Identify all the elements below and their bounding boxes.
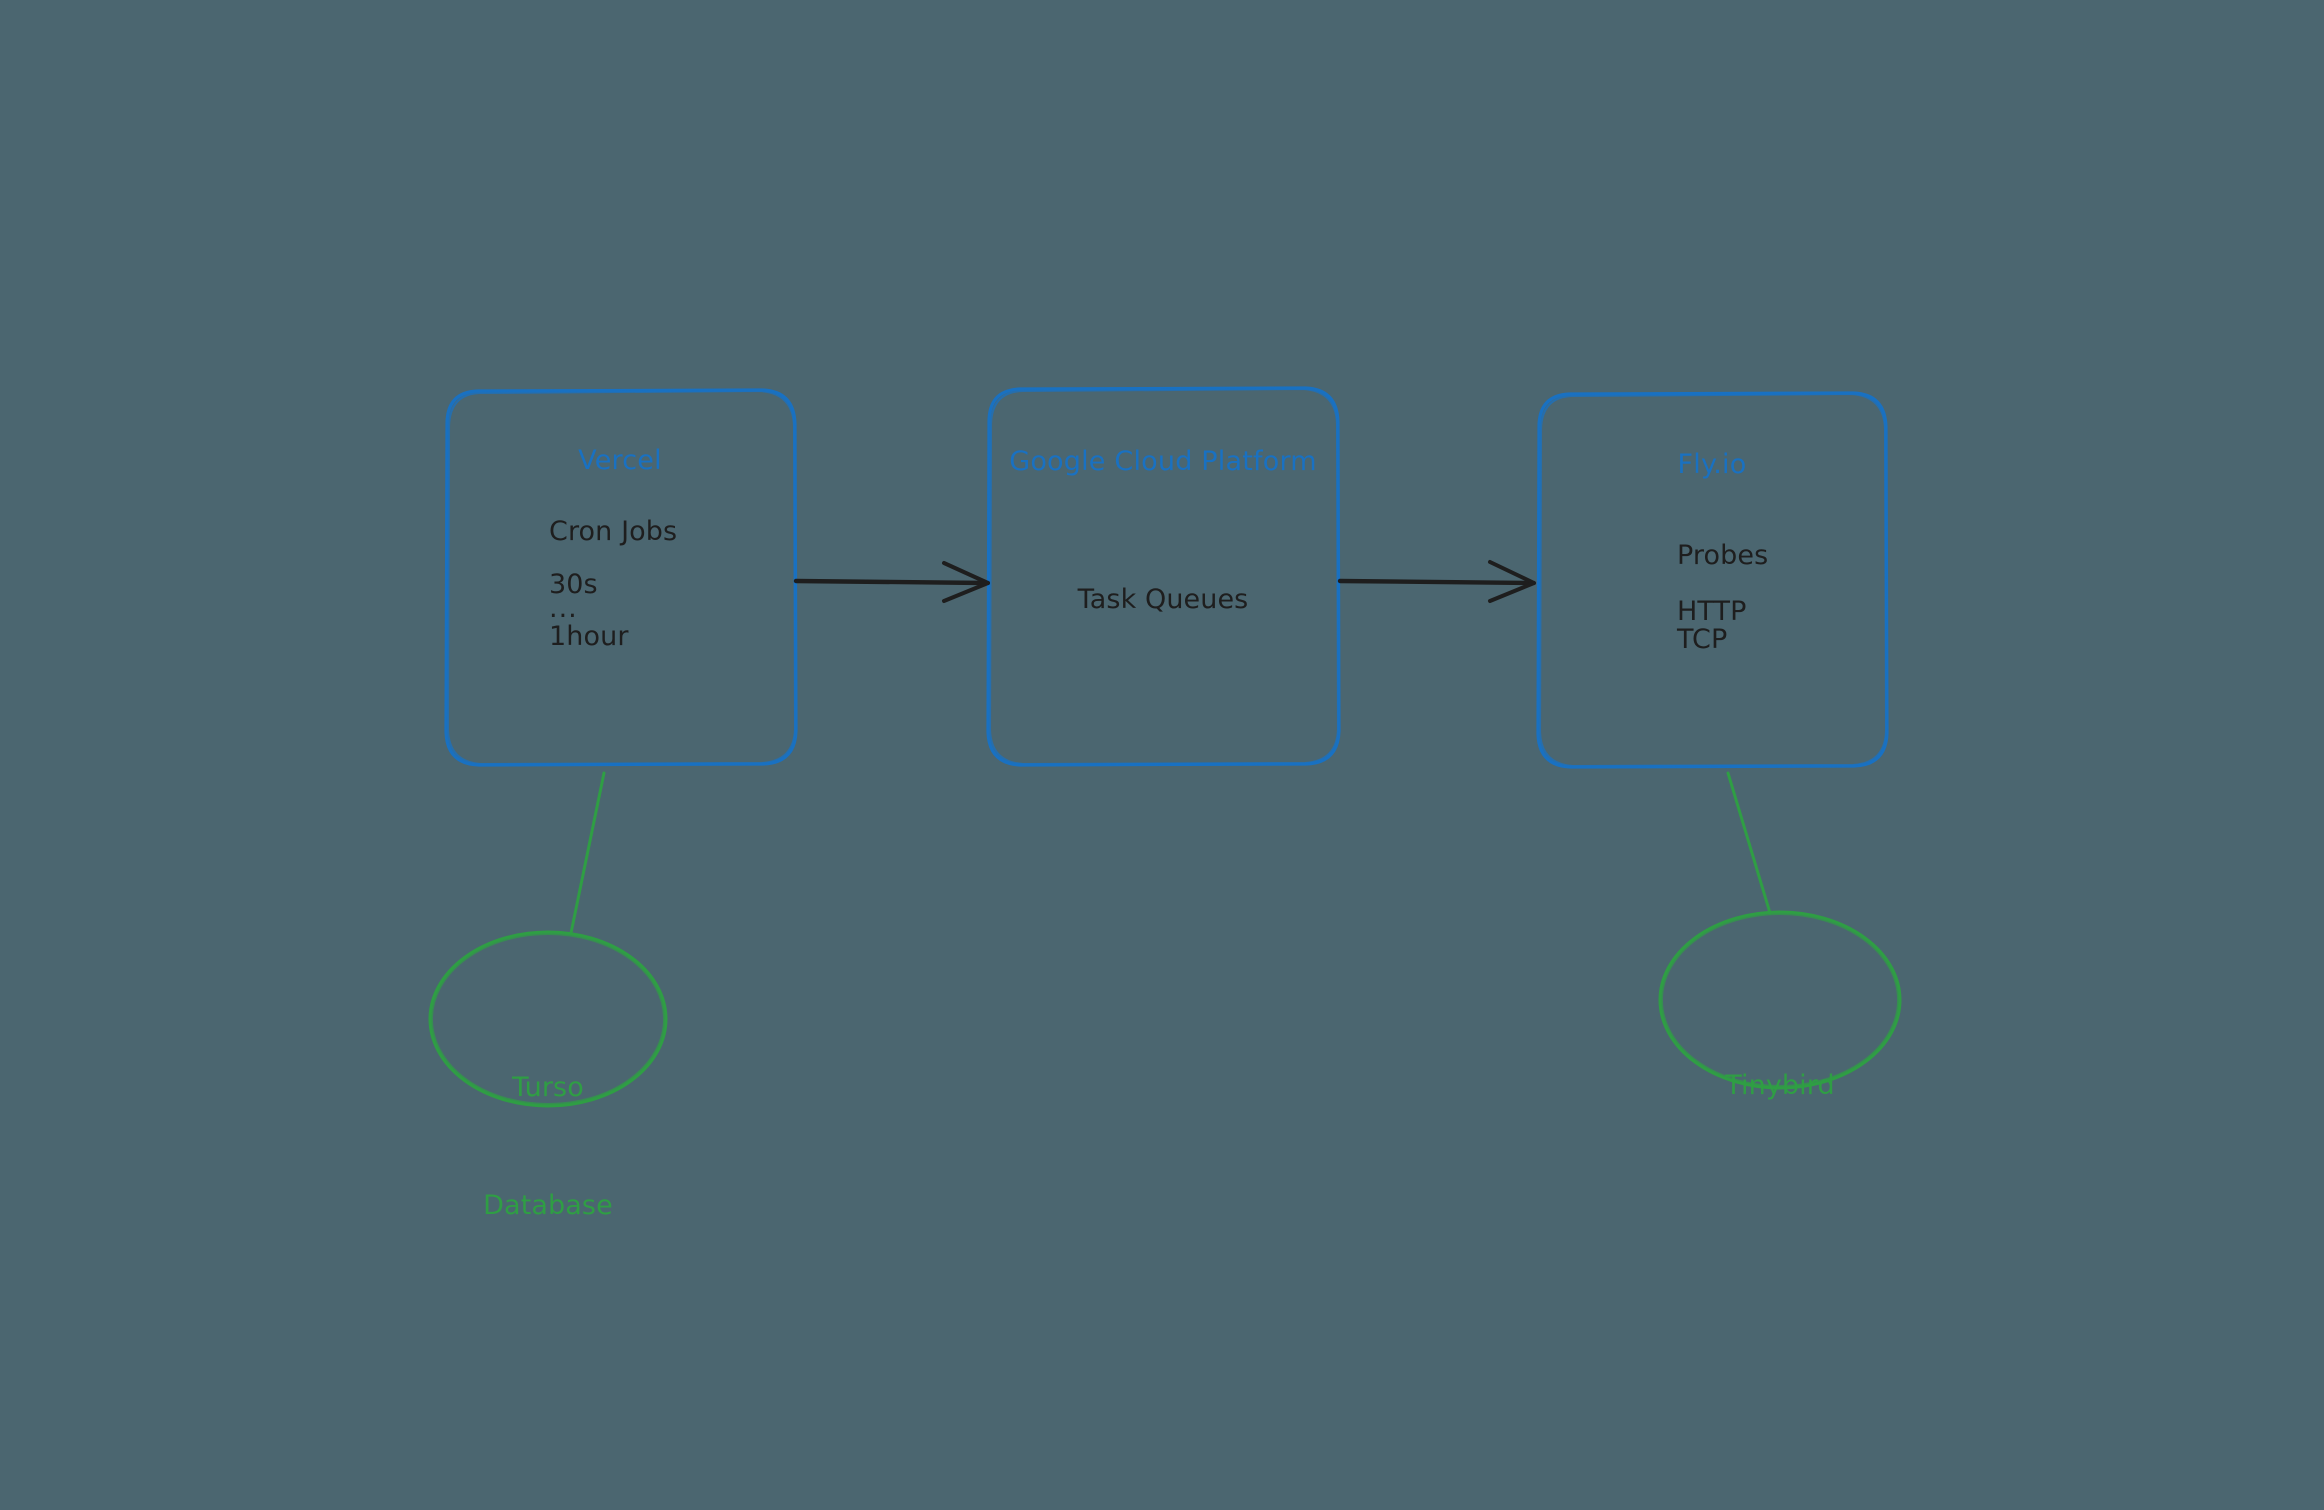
node-box-vercel-sketch <box>446 389 797 766</box>
connector-vercel-to-turso <box>569 771 606 935</box>
datastore-ellipse-turso[interactable] <box>428 930 668 1108</box>
node-box-gcp-sketch <box>988 387 1340 766</box>
arrow-gcp-to-flyio <box>1337 560 1536 603</box>
datastore-ellipse-turso-sketch <box>431 933 665 1105</box>
arrow-vercel-to-gcp <box>793 561 990 603</box>
datastore-ellipse-tinybird-sketch <box>1661 913 1899 1087</box>
node-box-gcp[interactable] <box>986 386 1341 767</box>
node-box-flyio-sketch <box>1538 392 1888 768</box>
node-box-vercel[interactable] <box>444 388 798 767</box>
node-box-flyio[interactable] <box>1536 391 1889 769</box>
datastore-ellipse-tinybird[interactable] <box>1658 910 1902 1090</box>
connector-flyio-to-tinybird <box>1726 771 1772 915</box>
